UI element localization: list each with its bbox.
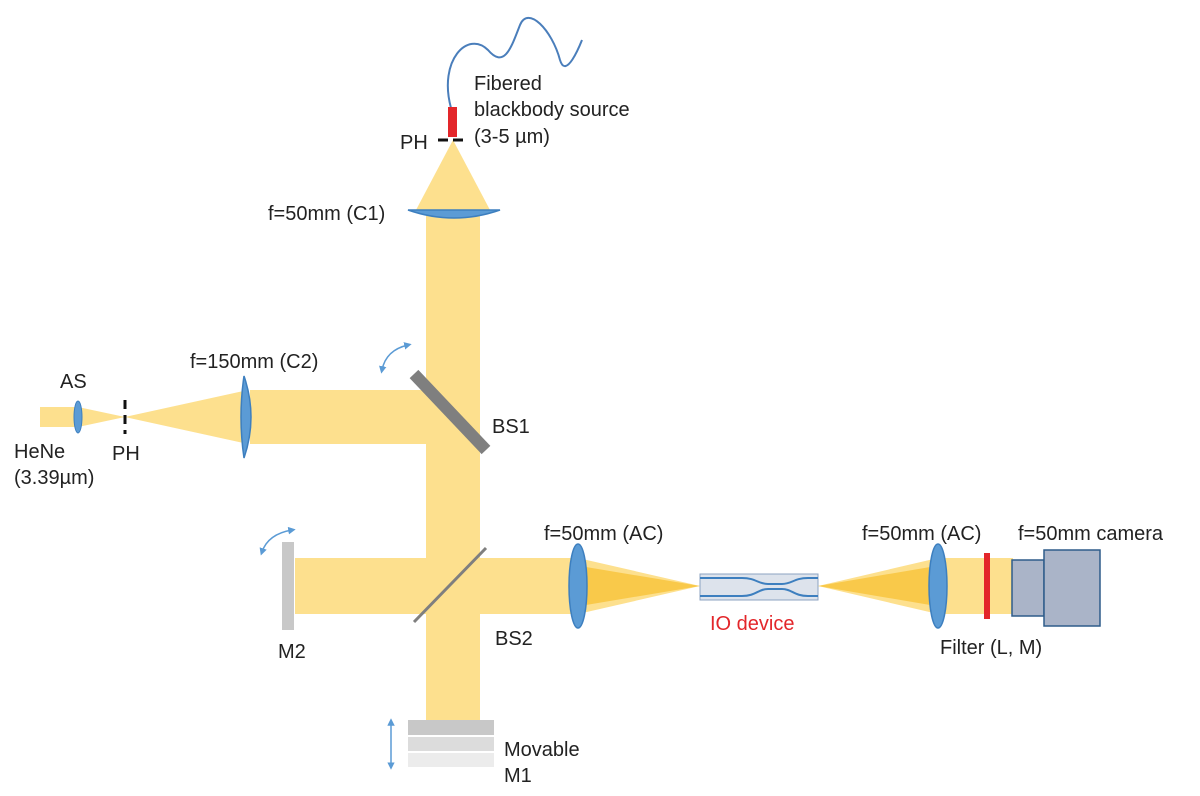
filter-label: Filter (L, M) <box>940 637 1042 659</box>
bs1-label: BS1 <box>492 416 530 438</box>
curved-double-arrow-icon <box>379 342 412 374</box>
io-waveguide-lower <box>700 588 818 597</box>
vertical-beam <box>426 214 480 720</box>
mirror-m1-middle <box>408 737 494 751</box>
lens-c2-label: f=150mm (C2) <box>190 351 318 373</box>
bs2-horizontal-beam <box>295 558 578 614</box>
hene-expanding-cone <box>125 390 248 444</box>
filter <box>984 553 990 619</box>
hene-label-line2: (3.39µm) <box>14 467 94 489</box>
hene-label-line1: HeNe <box>14 441 65 463</box>
camera-lens <box>1011 559 1045 617</box>
lens-c1-label: f=50mm (C1) <box>268 203 385 225</box>
pinhole-left-label: PH <box>112 443 140 465</box>
source-label-line1: Fibered <box>474 73 542 95</box>
hene-input-beam <box>40 407 78 427</box>
camera-body <box>1043 549 1101 627</box>
lens-ac-left <box>568 543 588 629</box>
source-label-line3: (3-5 µm) <box>474 126 550 148</box>
beams <box>40 140 1013 720</box>
ac-left-inner-cone <box>580 566 700 606</box>
beam-splitter-bs1 <box>409 369 491 455</box>
beam-splitter-bs2 <box>412 546 488 624</box>
camera-beam <box>938 558 1013 614</box>
fiber-cable <box>446 17 583 109</box>
camera <box>1011 549 1101 627</box>
io-device-label: IO device <box>710 613 794 635</box>
io-device <box>699 573 819 601</box>
lens-as <box>73 400 83 434</box>
mirror-m1-bottom <box>408 753 494 767</box>
hene-converging-cone <box>78 407 125 427</box>
m2-label: M2 <box>278 641 306 663</box>
lens-c1 <box>407 209 501 219</box>
lens-as-label: AS <box>60 371 87 393</box>
ac-right-inner-cone <box>818 566 936 606</box>
source-label-line2: blackbody source <box>474 99 630 121</box>
camera-label: f=50mm camera <box>1018 523 1164 545</box>
mirror-m1-top <box>408 720 494 735</box>
blackbody-source <box>448 107 457 137</box>
m1-label-line1: Movable <box>504 739 580 761</box>
pinhole-top-label: PH <box>400 132 428 154</box>
io-waveguide-upper <box>700 577 818 585</box>
ac-right-label: f=50mm (AC) <box>862 523 981 545</box>
curved-double-arrow-icon <box>259 526 296 556</box>
lens-ac-right <box>928 543 948 629</box>
c2-to-bs1-beam <box>250 390 426 444</box>
bs2-label: BS2 <box>495 628 533 650</box>
lens-c2 <box>240 375 252 459</box>
m1-label-line2: M1 <box>504 765 532 787</box>
mirror-m2 <box>282 542 294 630</box>
ac-left-label: f=50mm (AC) <box>544 523 663 545</box>
source-cone <box>416 140 490 210</box>
